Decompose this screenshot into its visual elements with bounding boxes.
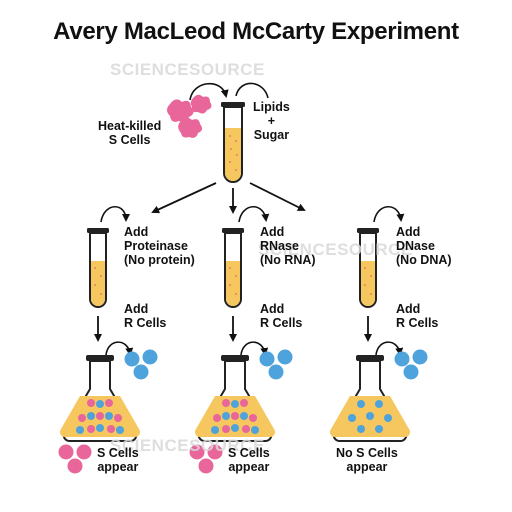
curved-arrow-icon (238, 205, 270, 223)
rnase-flask-icon (195, 355, 275, 442)
rnase-test-tube-icon (222, 228, 244, 308)
branch-arrows (151, 182, 306, 214)
branch-proteinase (58, 205, 158, 474)
watermark: SCIENCESOURCE (110, 436, 265, 455)
dnase-test-tube-icon (357, 228, 379, 308)
start-test-tube-icon (221, 102, 245, 183)
curved-arrow-icon (375, 341, 404, 356)
s-cell-icon (189, 444, 223, 474)
proteinase-flask-icon (60, 355, 140, 442)
curved-arrow-icon (100, 205, 130, 223)
heat-killed-s-cells-icon (167, 94, 212, 138)
curved-arrow-icon (105, 341, 134, 356)
lipids-sugar-label: Lipids+Sugar (253, 100, 290, 142)
curved-arrow-icon (189, 82, 269, 101)
watermark: SCIENCESOURCE (258, 240, 413, 259)
r-cell-icon (124, 349, 158, 380)
r-cell-icon (259, 349, 293, 380)
watermark: SCIENCESOURCE (110, 60, 265, 79)
diagram-title: Avery MacLeod McCarty Experiment (53, 18, 459, 45)
r-cell-icon (394, 349, 428, 380)
curved-arrow-icon (240, 341, 269, 356)
curved-arrow-icon (373, 205, 405, 223)
s-cell-icon (58, 444, 92, 474)
proteinase-test-tube-icon (87, 228, 109, 308)
branch-rnase (189, 205, 293, 474)
branch-dnase (330, 205, 428, 442)
dnase-flask-icon (330, 355, 410, 442)
